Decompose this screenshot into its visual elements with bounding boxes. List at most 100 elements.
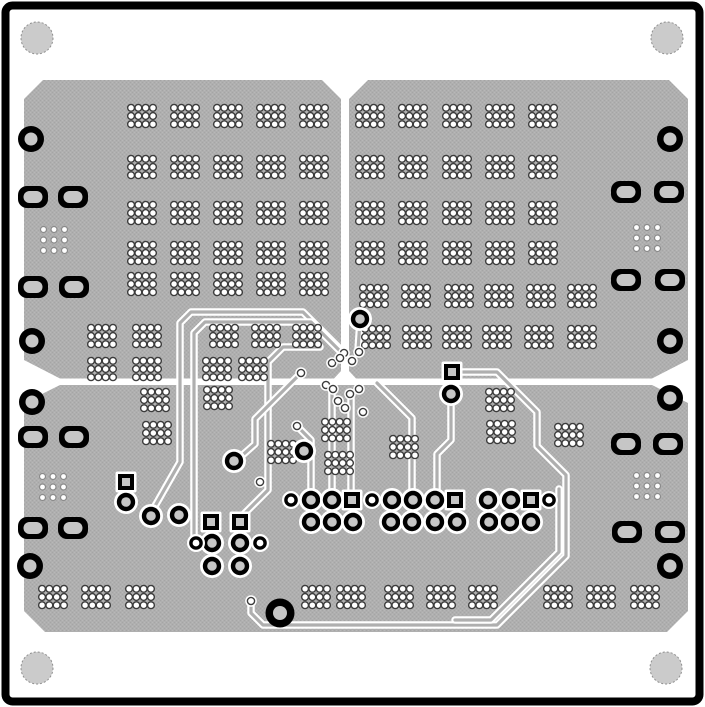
component-ring-pad [341, 510, 365, 534]
via [506, 387, 516, 396]
via [331, 450, 340, 459]
via [50, 246, 58, 255]
via [126, 257, 136, 266]
via [362, 257, 371, 266]
via [542, 200, 551, 209]
via [358, 300, 368, 309]
via [148, 208, 158, 218]
via [391, 601, 400, 610]
obround-pad [611, 181, 641, 203]
via [230, 331, 240, 341]
via [306, 271, 315, 280]
via [492, 257, 501, 266]
via [234, 240, 244, 249]
via [538, 324, 547, 333]
via-cluster-4x3 [481, 324, 513, 350]
via [525, 300, 535, 309]
via [328, 425, 337, 435]
via [94, 356, 103, 365]
via [653, 482, 662, 490]
via [564, 584, 574, 593]
via [201, 373, 211, 382]
via [643, 234, 651, 242]
obround-pad-center [660, 526, 680, 538]
via [475, 601, 484, 610]
via [397, 257, 407, 266]
via [134, 248, 143, 258]
via [405, 171, 414, 180]
via [481, 341, 491, 350]
via [489, 601, 499, 610]
via [169, 154, 179, 163]
via [52, 601, 61, 610]
mounting-hole [650, 21, 684, 55]
via [653, 492, 662, 501]
via [433, 584, 442, 593]
via [489, 324, 498, 333]
via [126, 279, 136, 289]
via [542, 120, 551, 129]
via [643, 471, 651, 480]
via [126, 248, 136, 258]
via-cluster-4x3 [212, 200, 244, 226]
via-cluster-4x3 [80, 584, 112, 610]
via [484, 387, 494, 396]
via [234, 103, 244, 112]
via [313, 248, 322, 258]
via [506, 111, 516, 121]
via-cluster-4x3 [484, 387, 516, 413]
via [255, 288, 265, 297]
via [489, 332, 498, 342]
via [153, 356, 163, 365]
via [191, 208, 201, 218]
square-pad [520, 489, 542, 511]
via [255, 477, 265, 487]
via [126, 217, 136, 226]
via [535, 200, 544, 209]
via [574, 324, 583, 333]
ring-center [24, 132, 38, 146]
tiny-via [357, 406, 369, 418]
via [653, 471, 662, 480]
trace-copper [375, 381, 414, 494]
component-ring-pad [320, 510, 344, 534]
via [484, 257, 494, 266]
via-cluster-4x3 [441, 324, 473, 350]
via [369, 200, 378, 209]
ring-center [327, 495, 337, 505]
via [400, 300, 410, 309]
via [507, 419, 517, 428]
via [449, 208, 458, 218]
via [224, 402, 234, 411]
via [161, 395, 171, 405]
via [320, 154, 330, 163]
via [484, 208, 494, 218]
via-cluster-4x3 [237, 356, 269, 382]
tiny-via [327, 383, 339, 395]
via [139, 364, 148, 374]
via [270, 288, 279, 297]
via [549, 240, 559, 249]
via [557, 584, 566, 593]
via [202, 402, 212, 411]
via [441, 257, 451, 266]
via [376, 162, 386, 172]
via [335, 601, 345, 610]
via [643, 223, 651, 232]
via [313, 240, 322, 249]
via [255, 200, 265, 209]
via [397, 162, 407, 172]
via [533, 283, 542, 292]
via [549, 171, 559, 180]
via [463, 332, 473, 342]
via [542, 217, 551, 226]
via [141, 248, 150, 258]
via [258, 340, 267, 349]
via [350, 584, 359, 593]
via [126, 240, 136, 249]
via [277, 271, 287, 280]
via [401, 324, 411, 333]
via-cluster-4x3 [250, 323, 282, 349]
via [202, 385, 212, 394]
via-cluster-4x3 [523, 324, 555, 350]
